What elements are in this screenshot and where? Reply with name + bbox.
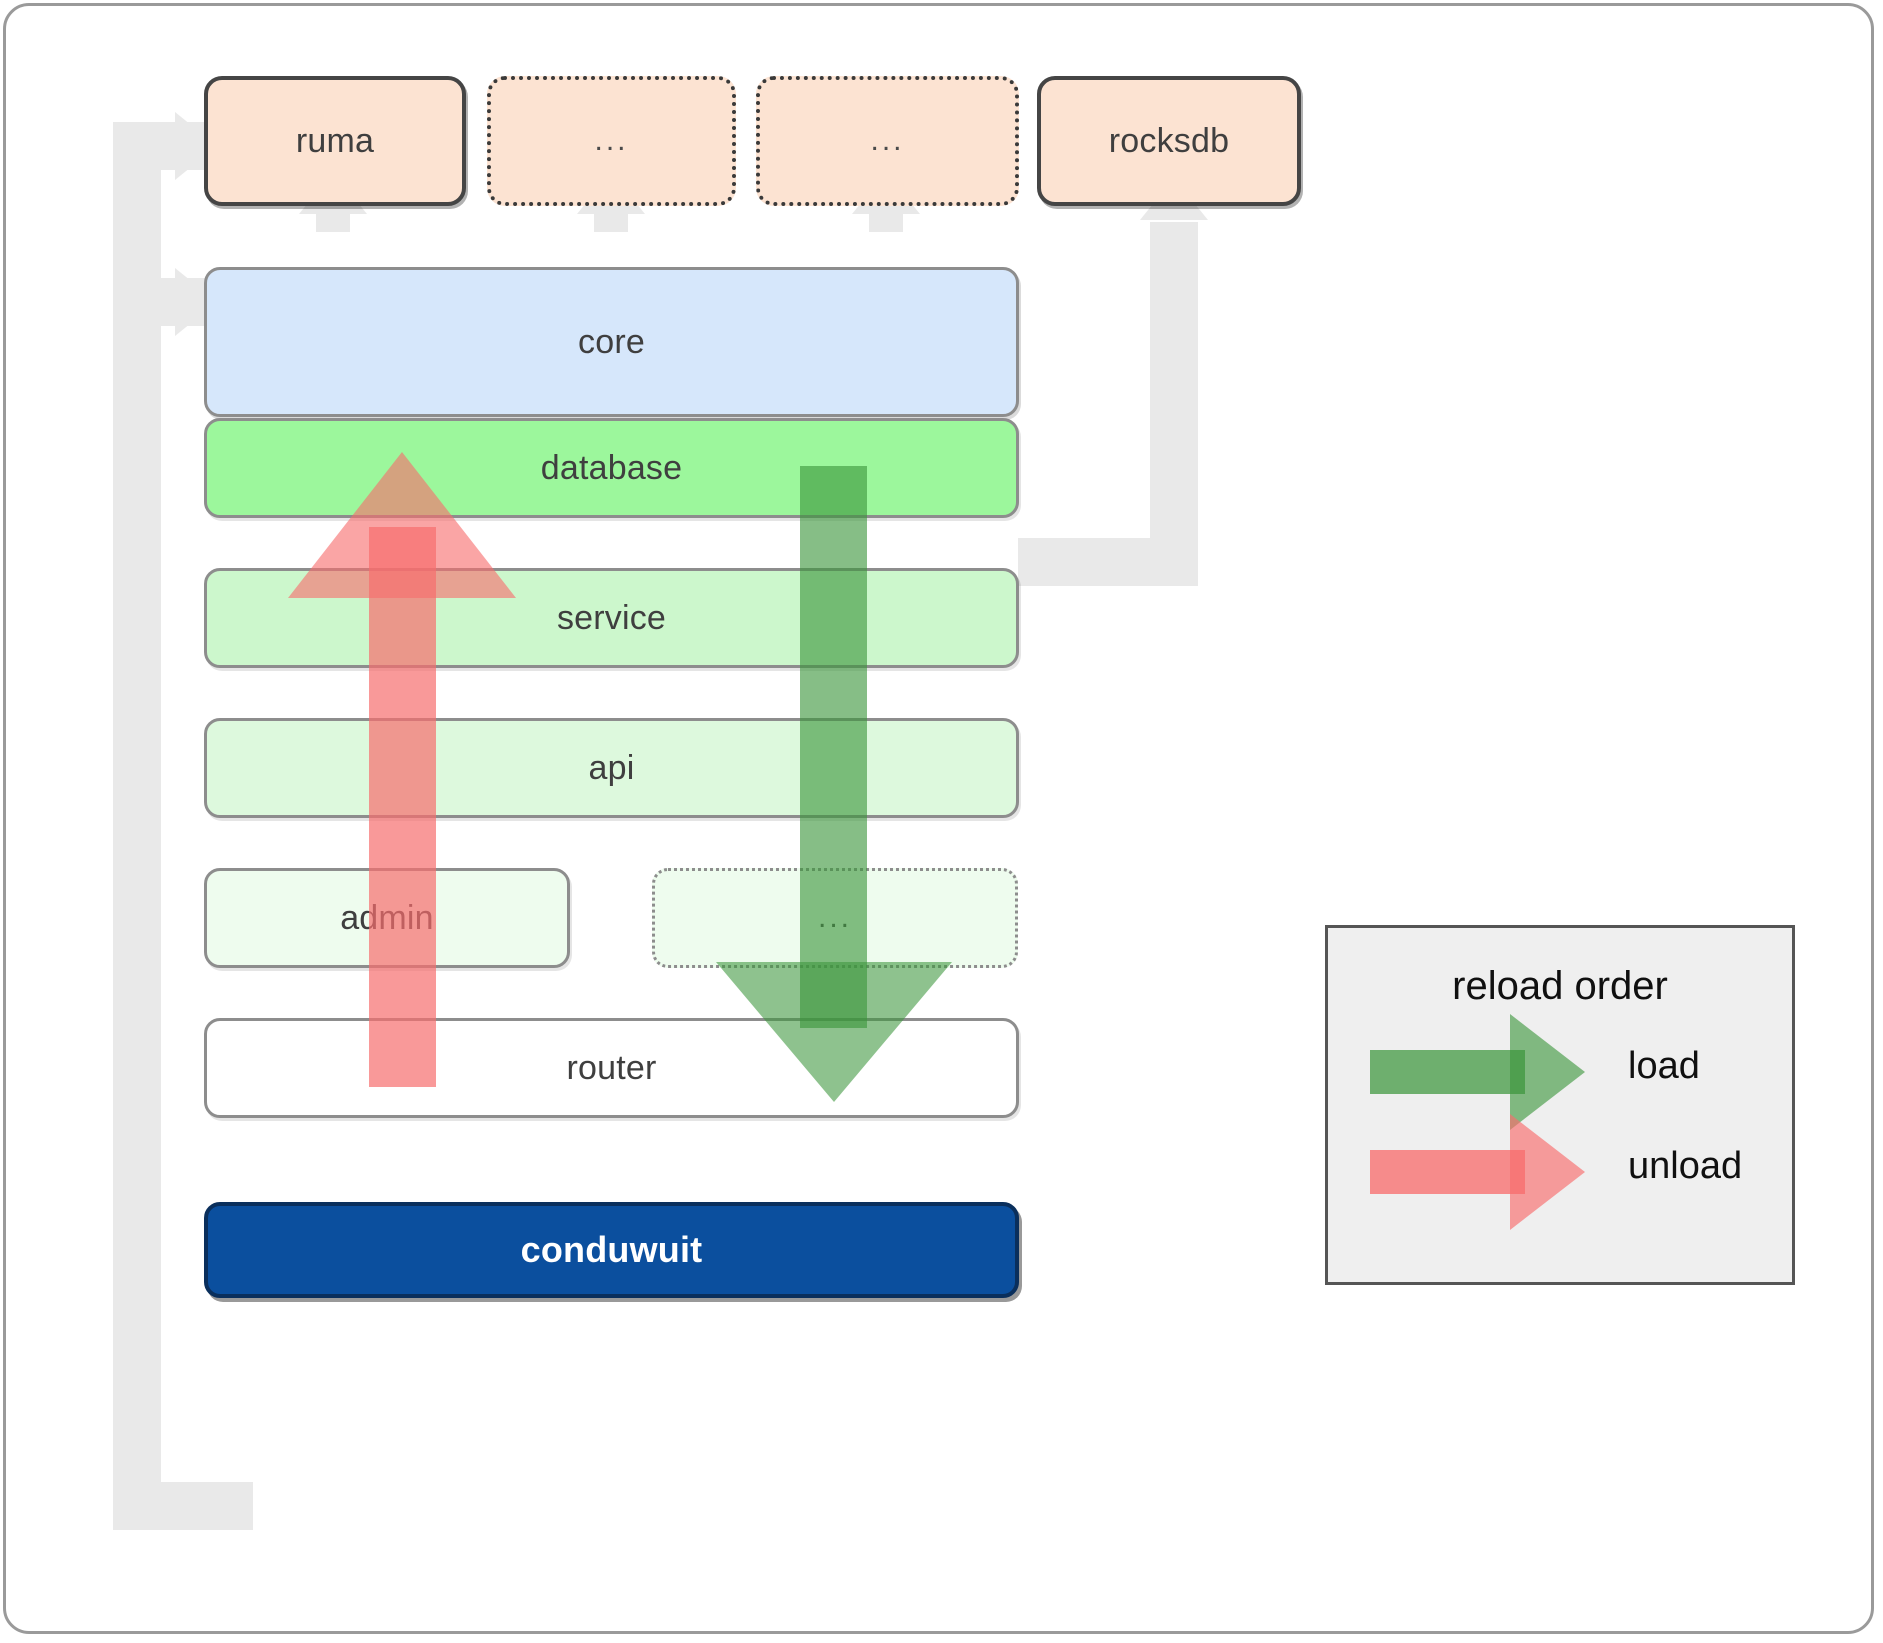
node-conduwuit[interactable]: conduwuit (204, 1202, 1019, 1298)
node-core[interactable]: core (204, 267, 1019, 417)
node-optional-dep-2[interactable]: ... (756, 76, 1019, 206)
node-optional-dep-1[interactable]: ... (487, 76, 736, 206)
legend-label-unload: unload (1628, 1145, 1743, 1187)
wire-app-to-deps-vertical (113, 122, 161, 1530)
legend-panel: reload order load unload (1325, 925, 1795, 1285)
legend-unload-arrow-head (1510, 1114, 1585, 1230)
arrow-unload-head (288, 452, 516, 598)
legend-load-arrow-shaft (1370, 1050, 1525, 1094)
legend-unload-arrow-shaft (1370, 1150, 1525, 1194)
node-api[interactable]: api (204, 718, 1019, 818)
arrow-load-head (716, 962, 952, 1102)
arrow-load-shaft (800, 466, 867, 1028)
legend-label-load: load (1628, 1045, 1700, 1087)
arrow-unload-shaft (369, 527, 436, 1087)
wire-app-to-deps-bottom (113, 1482, 253, 1530)
node-rocksdb[interactable]: rocksdb (1037, 76, 1301, 206)
node-ruma[interactable]: ruma (204, 76, 466, 206)
legend-title: reload order (1452, 964, 1668, 1008)
wire-database-to-rocksdb-vertical (1150, 222, 1198, 586)
legend-load-arrow-head (1510, 1014, 1585, 1130)
